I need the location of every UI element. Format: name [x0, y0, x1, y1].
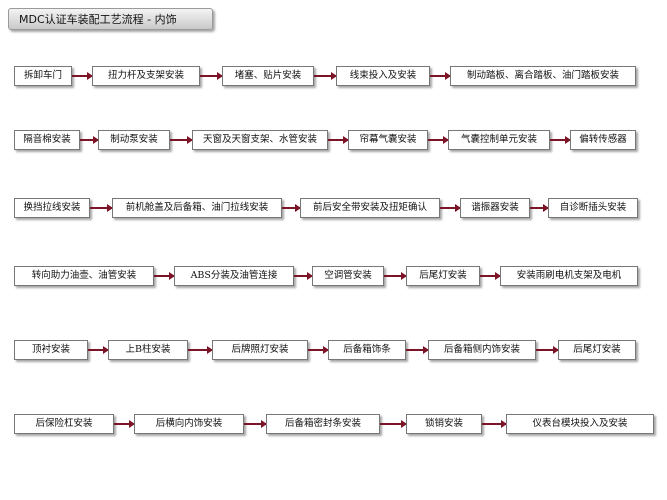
flow-arrow [480, 272, 501, 280]
process-step: ABS分装及油管连接 [174, 266, 294, 286]
process-step: 隔音棉安装 [14, 130, 80, 150]
flow-arrow [440, 204, 461, 212]
process-step: 安装雨刷电机支架及电机 [500, 266, 638, 286]
process-step: 堵塞、贴片安装 [222, 66, 314, 86]
flow-arrow [428, 136, 449, 144]
flow-arrow [282, 204, 301, 212]
flow-arrow [406, 346, 429, 354]
flow-arrow [114, 420, 135, 428]
process-step: 制动踏板、离合踏板、油门踏板安装 [450, 66, 636, 86]
flow-arrow [154, 272, 175, 280]
flow-arrow [550, 136, 571, 144]
process-step: 前机舱盖及后备箱、油门拉线安装 [112, 198, 282, 218]
process-step: 顶衬安装 [14, 340, 88, 360]
process-step: 转向助力油壶、油管安装 [14, 266, 154, 286]
page-title: MDC认证车装配工艺流程 - 内饰 [8, 8, 213, 30]
process-step: 后横向内饰安装 [134, 414, 244, 434]
process-step: 仪表台模块投入及安装 [506, 414, 654, 434]
flow-arrow [430, 72, 451, 80]
process-step: 后尾灯安装 [558, 340, 636, 360]
flow-arrow [72, 72, 93, 80]
process-step: 扭力杆及支架安装 [92, 66, 200, 86]
process-step: 前后安全带安装及扭矩确认 [300, 198, 440, 218]
flow-arrow [244, 420, 267, 428]
flow-arrow [308, 346, 329, 354]
process-step: 拆卸车门 [14, 66, 72, 86]
process-step: 后尾灯安装 [406, 266, 480, 286]
flow-arrow [200, 72, 223, 80]
process-step: 锁销安装 [406, 414, 482, 434]
process-step: 后牌照灯安装 [212, 340, 308, 360]
flow-arrow [314, 72, 337, 80]
process-step: 线束投入及安装 [336, 66, 430, 86]
process-step: 后备箱密封条安装 [266, 414, 380, 434]
process-step: 后备箱饰条 [328, 340, 406, 360]
process-step: 后保险杠安装 [14, 414, 114, 434]
process-step: 后备箱侧内饰安装 [428, 340, 536, 360]
flow-arrow [328, 136, 349, 144]
process-step: 谐振器安装 [460, 198, 530, 218]
process-step: 自诊断插头安装 [548, 198, 638, 218]
flow-arrow [536, 346, 559, 354]
flow-arrow [170, 136, 193, 144]
flow-arrow [380, 420, 407, 428]
process-step: 天窗及天窗支架、水管安装 [192, 130, 328, 150]
process-step: 偏转传感器 [570, 130, 636, 150]
flow-arrow [188, 346, 213, 354]
process-step: 换挡拉线安装 [14, 198, 90, 218]
flow-arrow [482, 420, 507, 428]
flow-arrow [80, 136, 99, 144]
flow-arrow [90, 204, 113, 212]
flow-arrow [294, 272, 313, 280]
flow-arrow [530, 204, 549, 212]
process-step: 气囊控制单元安装 [448, 130, 550, 150]
process-step: 上B柱安装 [108, 340, 188, 360]
process-step: 空调管安装 [312, 266, 384, 286]
flow-arrow [88, 346, 109, 354]
process-step: 帘幕气囊安装 [348, 130, 428, 150]
flow-arrow [384, 272, 407, 280]
process-step: 制动泵安装 [98, 130, 170, 150]
